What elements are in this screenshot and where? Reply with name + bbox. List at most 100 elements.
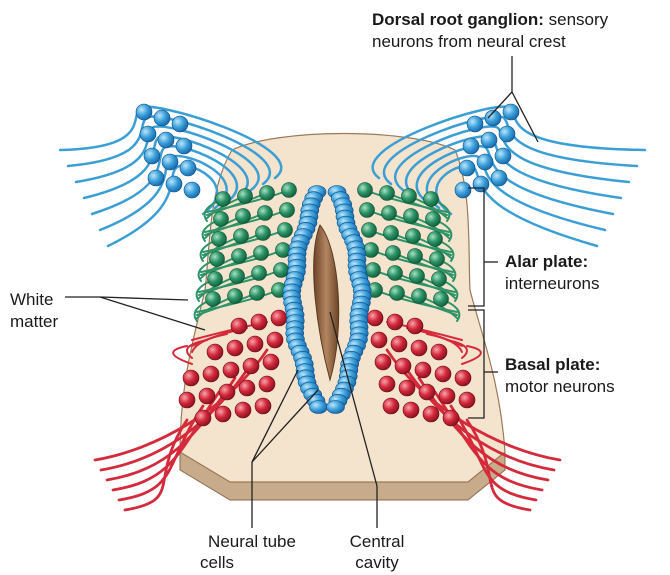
sensory-neuron-cell: [481, 132, 497, 148]
sensory-neuron-cell: [467, 116, 483, 132]
interneuron-cell: [252, 266, 267, 281]
basal-plate-desc: motor neurons: [505, 377, 615, 397]
sensory-neuron-cell: [477, 154, 493, 170]
interneuron-cell: [234, 229, 249, 244]
interneuron-cell: [216, 192, 231, 207]
interneuron-cell: [282, 183, 297, 198]
interneuron-cell: [382, 206, 397, 221]
motor-neuron-cell: [411, 340, 427, 356]
motor-neuron-cell: [407, 318, 423, 334]
alar-plate-desc: interneurons: [505, 274, 600, 294]
motor-neuron-cell: [439, 388, 455, 404]
motor-neuron-cell: [271, 310, 287, 326]
interneuron-cell: [278, 223, 293, 238]
motor-neuron-cell: [435, 366, 451, 382]
motor-neuron-cell: [399, 380, 415, 396]
motor-neuron-cell: [395, 358, 411, 374]
motor-neuron-cell: [231, 318, 247, 334]
interneuron-cell: [390, 286, 405, 301]
motor-neuron-cell: [423, 406, 439, 422]
interneuron-cell: [428, 232, 443, 247]
sensory-neuron-cell: [148, 170, 164, 186]
interneuron-cell: [360, 203, 375, 218]
motor-neuron-cell: [223, 362, 239, 378]
interneuron-cell: [412, 289, 427, 304]
sensory-neuron-cell: [463, 138, 479, 154]
interneuron-cell: [406, 229, 421, 244]
interneuron-cell: [256, 226, 271, 241]
motor-neuron-cell: [199, 388, 215, 404]
interneuron-cell: [236, 209, 251, 224]
interneuron-cell: [366, 263, 381, 278]
sensory-neuron-cell: [154, 110, 170, 126]
interneuron-cell: [210, 252, 225, 267]
sensory-neuron-cell: [455, 182, 471, 198]
interneuron-cell: [212, 232, 227, 247]
motor-neuron-cell: [443, 410, 459, 426]
motor-neuron-cell: [391, 336, 407, 352]
drg-desc-1: sensory: [549, 10, 609, 29]
motor-neuron-cell: [375, 354, 391, 370]
sensory-neuron-cell: [503, 104, 519, 120]
motor-neuron-cell: [263, 354, 279, 370]
sensory-neuron-cell: [176, 138, 192, 154]
motor-neuron-cell: [455, 370, 471, 386]
motor-neuron-cell: [247, 336, 263, 352]
interneuron-cell: [274, 263, 289, 278]
interneuron-cell: [358, 183, 373, 198]
interneuron-cell: [408, 249, 423, 264]
motor-neuron-cell: [195, 410, 211, 426]
neural-tube-label-1: Neural tube: [192, 532, 312, 552]
interneuron-cell: [432, 272, 447, 287]
sensory-neuron-cell: [491, 170, 507, 186]
sensory-neuron-cell: [459, 160, 475, 176]
interneuron-cell: [254, 246, 269, 261]
interneuron-cell: [426, 212, 441, 227]
sensory-neuron-cell: [166, 176, 182, 192]
motor-neuron-cell: [227, 340, 243, 356]
drg-label: Dorsal root ganglion: sensory: [372, 10, 608, 30]
neural-tube-cell: [309, 401, 327, 414]
sensory-neuron-cell: [136, 104, 152, 120]
interneuron-cell: [206, 292, 221, 307]
interneuron-cell: [386, 246, 401, 261]
motor-neuron-cell: [431, 344, 447, 360]
basal-plate-title: Basal plate:: [505, 355, 600, 375]
motor-neuron-cell: [403, 402, 419, 418]
motor-neuron-cell: [383, 398, 399, 414]
motor-neuron-cell: [259, 376, 275, 392]
sensory-neuron-cell: [162, 154, 178, 170]
sensory-neuron-cell: [184, 182, 200, 198]
interneuron-cell: [238, 189, 253, 204]
motor-neuron-cell: [183, 370, 199, 386]
motor-neuron-cell: [179, 392, 195, 408]
basal-plate-title-text: Basal plate:: [505, 355, 600, 374]
motor-neuron-cell: [459, 392, 475, 408]
motor-neuron-cell: [235, 402, 251, 418]
motor-neuron-cell: [251, 314, 267, 330]
interneuron-cell: [424, 192, 439, 207]
motor-neuron-cell: [371, 332, 387, 348]
neural-tube-label-2: cells: [192, 553, 242, 573]
motor-neuron-cell: [239, 380, 255, 396]
alar-plate-title: Alar plate:: [505, 252, 588, 272]
motor-neuron-cell: [215, 406, 231, 422]
motor-neuron-cell: [379, 376, 395, 392]
central-cavity-label-1: Central: [347, 532, 407, 552]
drg-label-line2: neurons from neural crest: [372, 32, 566, 52]
sensory-neuron-cell: [144, 148, 160, 164]
alar-plate-title-text: Alar plate:: [505, 252, 588, 271]
motor-neuron-cell: [203, 366, 219, 382]
motor-neuron-cell: [243, 358, 259, 374]
interneuron-cell: [430, 252, 445, 267]
white-matter-label-1: White: [10, 290, 53, 310]
interneuron-cell: [214, 212, 229, 227]
sensory-neuron-cell: [172, 116, 188, 132]
sensory-neuron-cell: [499, 126, 515, 142]
central-cavity-label-2: cavity: [347, 553, 407, 573]
interneuron-cell: [380, 186, 395, 201]
motor-neuron-cell: [419, 384, 435, 400]
interneuron-cell: [402, 189, 417, 204]
white-matter-label-2: matter: [10, 312, 58, 332]
interneuron-cell: [250, 286, 265, 301]
